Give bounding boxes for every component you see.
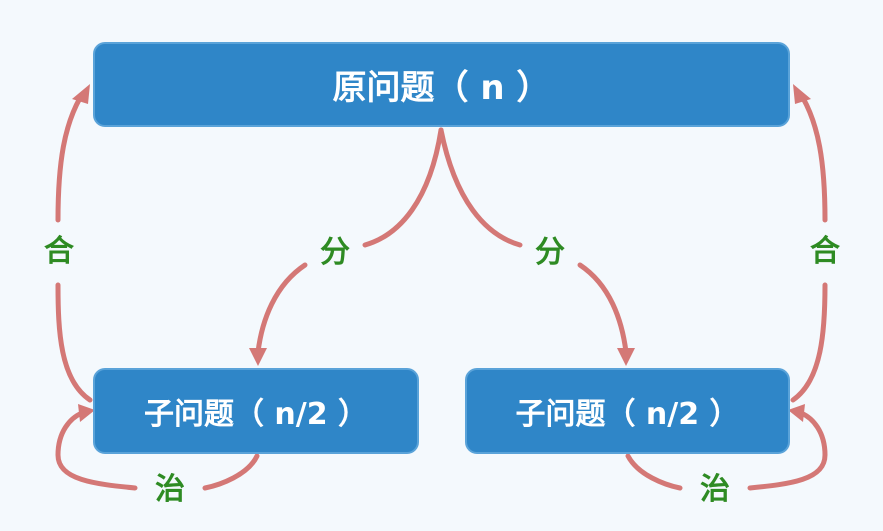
conquer-left-arrowhead <box>78 404 95 422</box>
conquer-right-loop-back <box>747 410 828 491</box>
divide-right-label: 分 <box>535 235 565 270</box>
divide-right-arrowhead <box>617 348 635 366</box>
conquer-right-loop <box>625 453 683 491</box>
conquer-right-arrowhead <box>788 404 805 422</box>
right-subproblem-label: 子问题（ n/2 ） <box>515 397 740 432</box>
merge-left-arrow <box>55 282 93 403</box>
left-subproblem-label: 子问题（ n/2 ） <box>143 397 369 432</box>
root-problem-node: 原问题（ n ） <box>93 42 790 127</box>
merge-right-arrow <box>790 282 828 403</box>
divide-right-arrow-lower <box>577 262 629 355</box>
conquer-left-loop <box>202 453 260 491</box>
merge-left-arrowhead <box>72 84 90 104</box>
merge-right-arrowhead <box>793 84 811 104</box>
divide-left-arrow <box>362 127 444 248</box>
merge-right-label: 合 <box>810 234 840 269</box>
merge-right-arrow-upper <box>800 95 828 223</box>
merge-left-arrow-upper <box>55 95 83 223</box>
divide-left-label: 分 <box>320 235 350 270</box>
right-subproblem-node: 子问题（ n/2 ） <box>465 368 790 454</box>
divide-right-arrow <box>438 127 523 248</box>
conquer-right-label: 治 <box>700 472 730 507</box>
left-subproblem-node: 子问题（ n/2 ） <box>93 368 419 454</box>
divide-left-arrowhead <box>249 348 267 366</box>
merge-left-label: 合 <box>44 234 74 269</box>
conquer-left-loop-back <box>55 410 138 491</box>
divide-left-arrow-lower <box>255 262 308 355</box>
root-problem-label: 原问题（ n ） <box>332 68 551 108</box>
conquer-left-label: 治 <box>155 472 185 507</box>
